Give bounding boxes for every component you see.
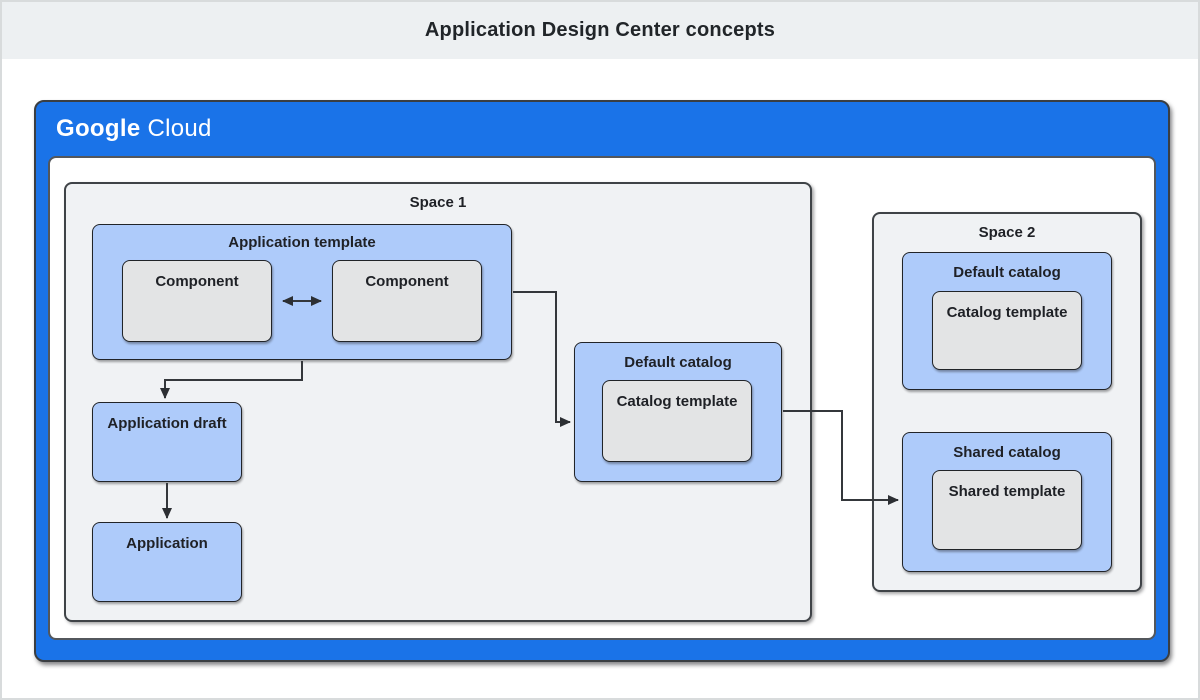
- cloud-logo-text: Cloud: [147, 115, 212, 142]
- component-right-label: Component: [365, 273, 449, 290]
- application-template-label: Application template: [228, 234, 376, 251]
- google-cloud-logo: Google Cloud: [56, 115, 212, 143]
- space1-label: Space 1: [409, 194, 467, 211]
- component-node-right: Component: [332, 260, 482, 342]
- space2-catalog-template-label: Catalog template: [946, 304, 1068, 321]
- shared-template-node: Shared template: [932, 470, 1082, 550]
- title-bar: Application Design Center concepts: [2, 2, 1198, 59]
- page-title: Application Design Center concepts: [424, 19, 776, 41]
- google-logo-text: Google: [56, 115, 141, 142]
- application-label: Application: [126, 535, 208, 552]
- space2-default-catalog-label: Default catalog: [953, 264, 1061, 281]
- space2-catalog-template-node: Catalog template: [932, 291, 1082, 370]
- component-left-label: Component: [155, 273, 239, 290]
- space2-label: Space 2: [978, 224, 1036, 241]
- application-node: Application: [92, 522, 242, 602]
- shared-template-label: Shared template: [948, 483, 1066, 500]
- application-draft-label: Application draft: [107, 415, 227, 432]
- application-draft-node: Application draft: [92, 402, 242, 482]
- component-node-left: Component: [122, 260, 272, 342]
- shared-catalog-label: Shared catalog: [953, 444, 1061, 461]
- catalog-template-node: Catalog template: [602, 380, 752, 462]
- catalog-template-label: Catalog template: [616, 393, 738, 410]
- default-catalog-label: Default catalog: [624, 354, 732, 371]
